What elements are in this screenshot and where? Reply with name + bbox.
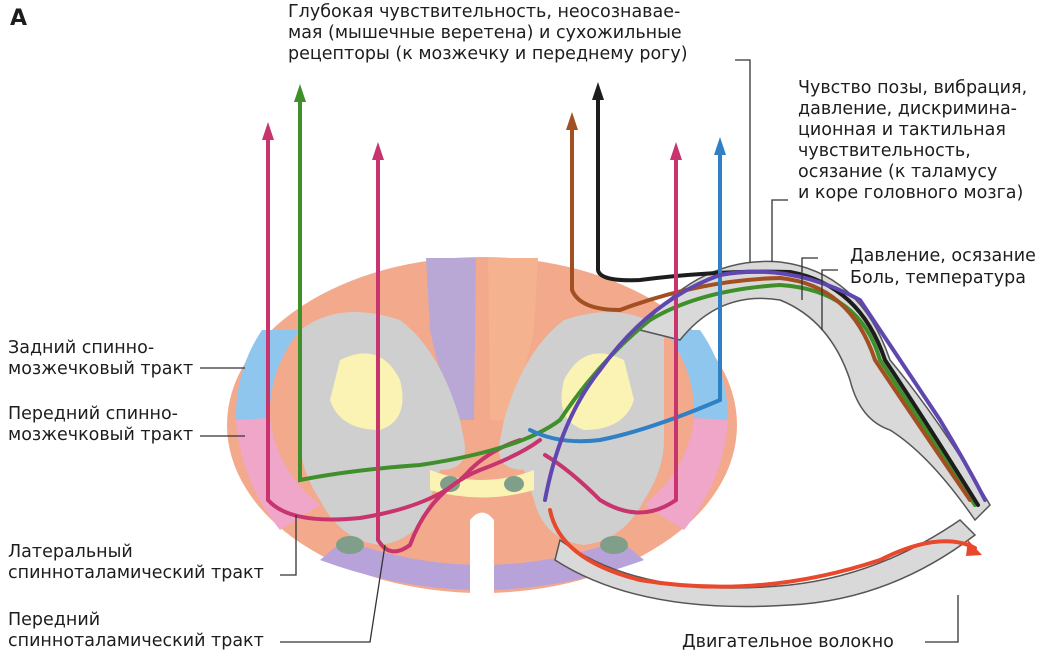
gray-nucleus xyxy=(600,536,628,554)
arrowhead-magenta-left xyxy=(262,122,274,140)
leader-position-sense xyxy=(772,200,788,262)
gray-nucleus xyxy=(504,476,524,492)
panel-letter: A xyxy=(10,6,27,31)
label-lateral-spinothalamic: Латеральный спинноталамический тракт xyxy=(8,542,264,584)
arrowhead-black xyxy=(592,82,604,100)
label-anterior-spinothalamic: Передний спинноталамический тракт xyxy=(8,610,264,652)
arrowhead-green xyxy=(294,84,306,102)
leader-deep-sensitivity xyxy=(735,60,750,262)
label-motor-fiber: Двигательное волокно xyxy=(682,632,894,653)
label-pressure-touch: Давление, осязание xyxy=(850,246,1036,267)
label-pain-temperature: Боль, температура xyxy=(850,268,1026,289)
arrowhead-red-motor xyxy=(966,540,982,556)
arrowhead-magenta-inner xyxy=(372,142,384,160)
label-deep-sensitivity: Глубокая чувствительность, неосознавае- … xyxy=(288,2,688,65)
arrowhead-brown xyxy=(566,112,578,130)
label-anterior-spinocerebellar: Передний спинно- мозжечковый тракт xyxy=(8,404,193,446)
label-posterior-spinocerebellar: Задний спинно- мозжечковый тракт xyxy=(8,338,193,380)
arrowhead-blue xyxy=(714,137,726,155)
leader-motor-fiber xyxy=(925,595,958,642)
gray-nucleus xyxy=(336,536,364,554)
anterior-median-fissure xyxy=(470,513,494,594)
arrowhead-magenta-right xyxy=(670,142,682,160)
label-position-sense: Чувство позы, вибрация, давление, дискри… xyxy=(798,78,1027,204)
